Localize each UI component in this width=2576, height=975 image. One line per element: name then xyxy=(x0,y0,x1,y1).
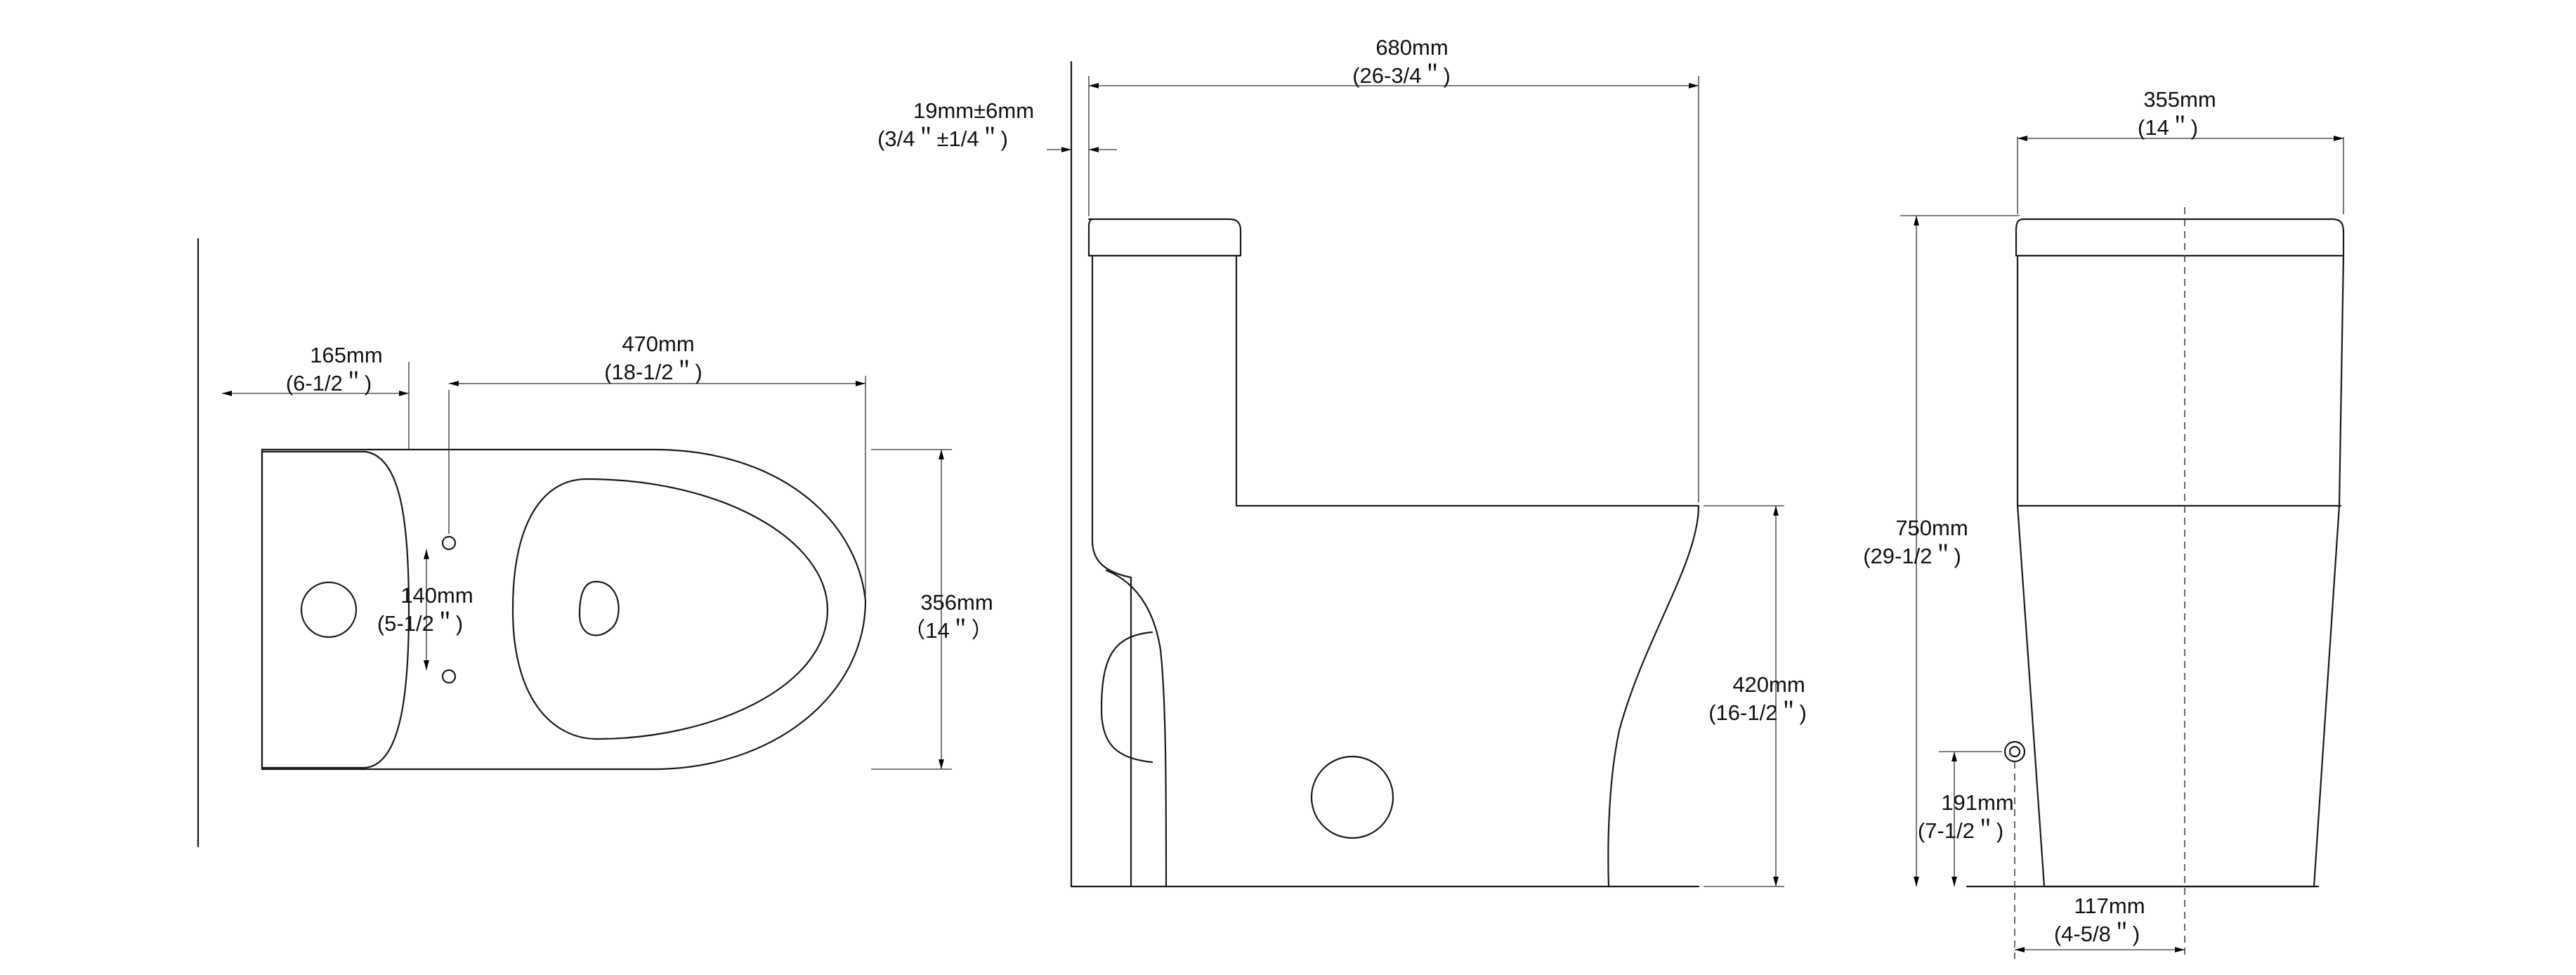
dim-seat-height-metric: 420mm xyxy=(1732,672,1805,697)
side-trap-bulge xyxy=(1100,631,1153,764)
dim-tank-depth-imperial: (6-1/2＂) xyxy=(286,371,372,395)
dim-supply-offset-imperial: (4-5/8＂) xyxy=(2054,922,2140,946)
dim-top-width-imperial: （14＂） xyxy=(903,618,993,643)
side-trapway xyxy=(1105,569,1168,888)
dim-front-width-imperial: (14＂) xyxy=(2138,115,2198,140)
dim-bolt-spacing-imperial: (5-1/2＂) xyxy=(377,611,463,636)
top-outline xyxy=(261,448,867,771)
side-bowl-front xyxy=(1607,504,1700,888)
dim-front-width-metric: 355mm xyxy=(2143,87,2216,112)
dim-supply-offset-metric: 117mm xyxy=(2074,894,2145,918)
bolt-hole-upper xyxy=(441,535,457,551)
dim-wall-clearance-imperial: (3/4＂±1/4＂) xyxy=(877,126,1008,151)
dim-front-height-metric: 750mm xyxy=(1895,516,1968,540)
supply-valve-inner xyxy=(2008,745,2021,758)
bolt-hole-lower xyxy=(441,669,457,684)
dim-length-imperial: (26-3/4＂) xyxy=(1352,63,1451,88)
dim-length-metric: 680mm xyxy=(1375,35,1448,60)
side-view: 680mm (26-3/4＂) 19mm±6mm (3/4＂±1/4＂) 420… xyxy=(877,35,1807,888)
front-body-outline xyxy=(2016,254,2345,888)
tank-hole xyxy=(300,581,358,639)
front-tank-lid xyxy=(2015,218,2345,257)
side-body-outline xyxy=(1091,254,1132,888)
top-view: 165mm (6-1/2＂) 470mm (18-1/2＂) 140mm (5-… xyxy=(197,237,993,848)
dim-bowl-length-metric: 470mm xyxy=(622,332,694,356)
side-drain-opening xyxy=(1310,755,1394,839)
tank-lid xyxy=(261,450,410,769)
seat-outline xyxy=(511,478,829,740)
dim-top-width-metric: 356mm xyxy=(920,590,993,615)
dim-supply-height-imperial: (7-1/2＂) xyxy=(1918,818,2003,843)
front-view: 355mm (14＂) 750mm (29-1/2＂) 191mm (7-1/2… xyxy=(1863,87,2345,959)
side-tank-lid xyxy=(1087,218,1242,257)
side-tank-front xyxy=(1235,254,1700,507)
dim-bolt-spacing-metric: 140mm xyxy=(400,583,473,608)
drain-opening xyxy=(578,580,620,636)
dim-wall-clearance-metric: 19mm±6mm xyxy=(913,98,1034,123)
dim-tank-depth-metric: 165mm xyxy=(310,343,382,367)
dim-seat-height-imperial: (16-1/2＂) xyxy=(1708,700,1807,725)
dim-front-height-imperial: (29-1/2＂) xyxy=(1863,544,1961,568)
dim-bowl-length-imperial: (18-1/2＂) xyxy=(604,360,702,384)
supply-valve-outer xyxy=(2003,740,2026,763)
dim-supply-height-metric: 191mm xyxy=(1941,790,2013,815)
